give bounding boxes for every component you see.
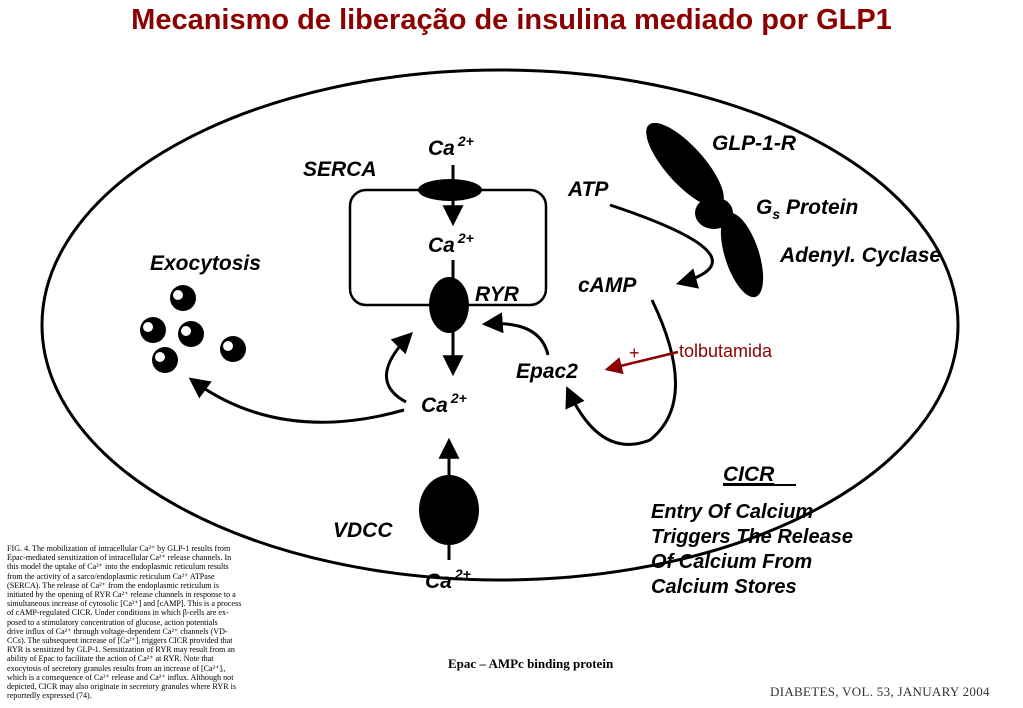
adenyl-cyclase-shape	[720, 212, 764, 298]
caption-line: Epac-mediated sensitization of intracell…	[7, 553, 232, 563]
caption-line: which is a consequence of Ca²⁺ release a…	[7, 672, 234, 682]
journal-citation: DIABETES, VOL. 53, JANUARY 2004	[770, 684, 990, 699]
glp1-receptor	[646, 122, 724, 208]
tolbutamida-arrow	[604, 350, 679, 375]
caption-line: (SERCA). The release of Ca²⁺ from the en…	[7, 580, 219, 590]
caption-line: RYR is sensitized by GLP-1. Sensitizatio…	[7, 645, 235, 655]
caption-line: initiated by the opening of RYR Ca²⁺ rel…	[7, 590, 236, 600]
plus-sign: +	[629, 343, 640, 363]
serca-pump	[418, 179, 482, 201]
caption-line: of cAMP-regulated CICR. Under conditions…	[7, 608, 229, 618]
cicr-line-1: Entry Of Calcium	[651, 501, 813, 523]
ryr-channel	[429, 277, 469, 333]
caption-line: FIG. 4. The mobilization of intracellula…	[7, 544, 231, 553]
caption-line: exocytosis of secretory granules results…	[7, 663, 226, 673]
page-title: Mecanismo de liberação de insulina media…	[131, 4, 892, 36]
camp-to-epac2-arrow	[565, 299, 677, 446]
cicr-line-2: Triggers The Release	[651, 526, 853, 548]
tolbutamida-label: tolbutamida	[679, 341, 773, 361]
cicr-line-4: Calcium Stores	[651, 576, 797, 598]
caption-line: ability of Epac to facilitate the action…	[7, 654, 214, 664]
atp-label: ATP	[567, 178, 609, 201]
camp-label: cAMP	[578, 274, 637, 297]
caption-line: this model the uptake of Ca²⁺ into the e…	[7, 562, 229, 572]
caption-line: reportedly expressed (74).	[7, 691, 92, 701]
cicr-feedback-arrow	[385, 332, 413, 404]
cell-membrane	[40, 68, 960, 582]
epac2-label: Epac2	[516, 360, 578, 383]
figure-caption: FIG. 4. The mobilization of intracellula…	[7, 544, 327, 700]
caption-line: simultaneous increase of cytosolic [Ca²⁺…	[7, 599, 242, 609]
glp1r-label: GLP-1-R	[712, 132, 797, 155]
caption-line: CCs). The subsequent increase of [Ca²⁺]ᵢ…	[7, 636, 233, 646]
caption-line: depicted, CICR may also originate in sec…	[7, 682, 237, 692]
epac2-to-ryr-arrow	[481, 312, 550, 356]
caption-line: posed to a stimulatory concentration of …	[7, 617, 218, 627]
epac-note: Epac – AMPc binding protein	[448, 656, 614, 671]
exocytosis-arrow	[188, 377, 405, 424]
caption-line: drive influx of Ca²⁺ through voltage-dep…	[7, 626, 228, 636]
cicr-heading: CICR	[723, 463, 775, 486]
caption-line: from the activity of a sarco/endoplasmic…	[7, 571, 215, 581]
atp-to-camp-arrow	[609, 203, 714, 289]
ryr-label: RYR	[475, 283, 520, 306]
gs-protein-label: Gs Protein	[756, 196, 858, 222]
adenyl-cyclase-label: Adenyl. Cyclase	[779, 244, 941, 267]
vdcc-label: VDCC	[333, 519, 393, 542]
serca-label: SERCA	[303, 158, 377, 181]
exocytosis-label: Exocytosis	[150, 252, 261, 275]
secretory-granules	[140, 285, 246, 373]
cicr-line-3: Of Calcium From	[651, 551, 812, 573]
